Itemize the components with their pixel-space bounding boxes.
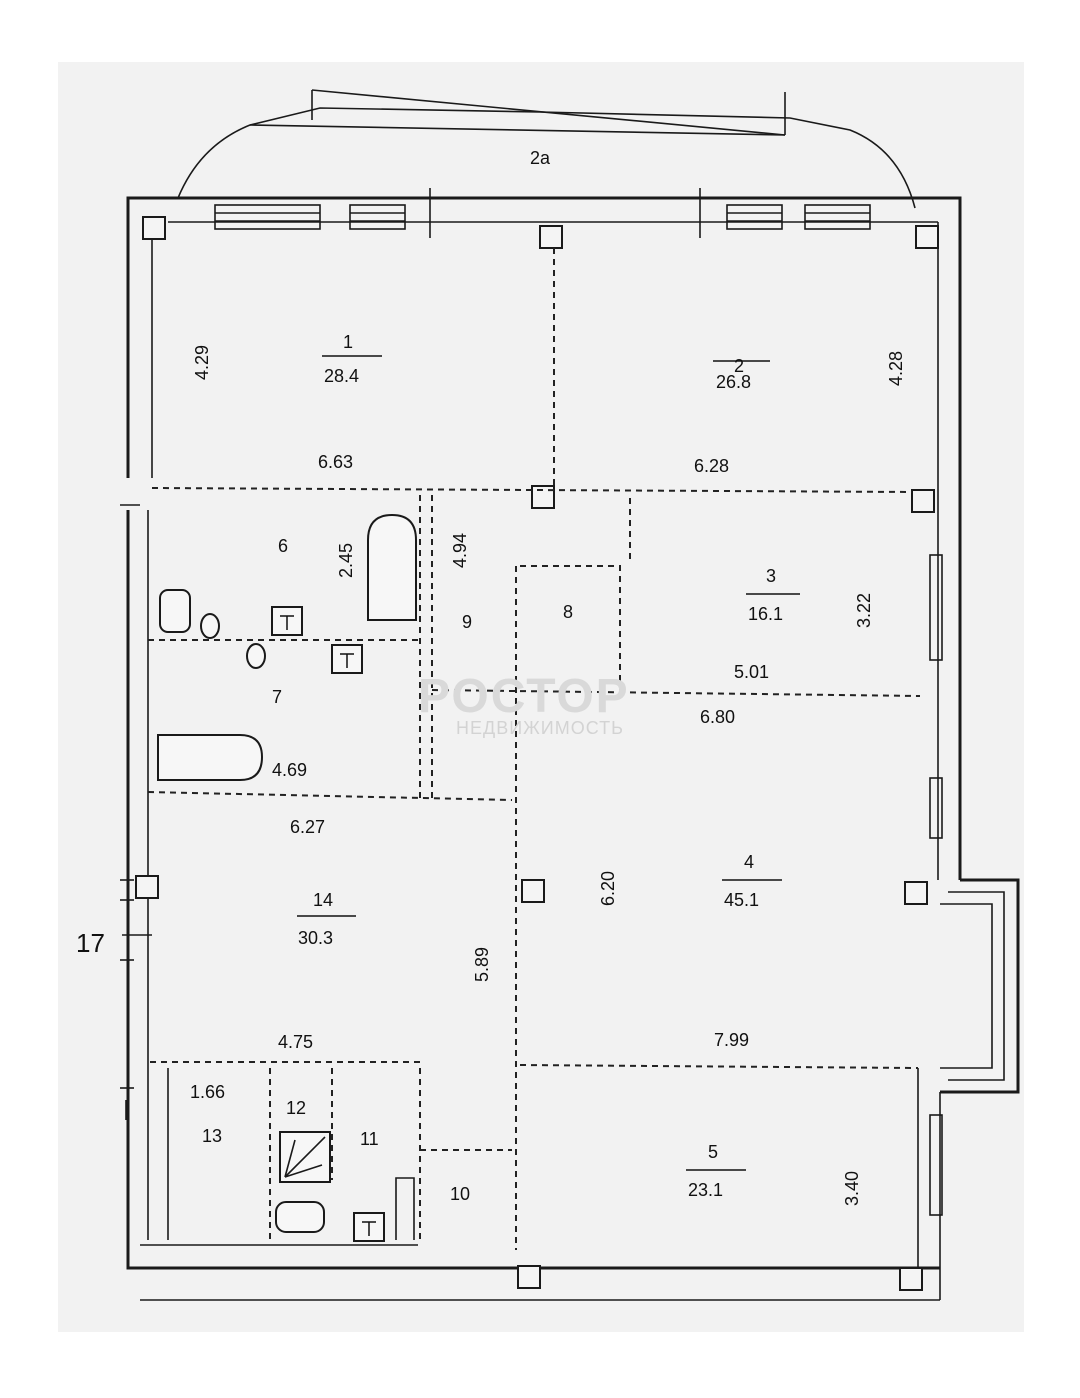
room-area: 30.3 <box>298 928 333 948</box>
room-number: 5 <box>708 1142 718 1162</box>
dimension-label: 4.75 <box>278 1032 313 1052</box>
fixtures <box>125 513 417 1242</box>
dimension-label: 4.94 <box>450 533 470 568</box>
room-number: 8 <box>563 602 573 622</box>
room-number: 6 <box>278 536 288 556</box>
dimension-label: 3.22 <box>854 593 874 628</box>
room-number: 3 <box>766 566 776 586</box>
dimension-label: 5.89 <box>472 947 492 982</box>
partitions <box>147 248 921 1250</box>
dimension-label: 6.20 <box>598 871 618 906</box>
dimension-label: 6.80 <box>700 707 735 727</box>
watermark-brand: РОСТОР <box>418 670 630 723</box>
bidet-2 <box>246 643 266 669</box>
room-number: 7 <box>272 687 282 707</box>
room-number: 4 <box>744 852 754 872</box>
room-area: 26.8 <box>716 372 751 392</box>
room-labels: 1 28.4 2 26.8 3 16.1 4 45.1 5 23.1 14 30… <box>202 332 800 1204</box>
sink-2 <box>331 644 363 674</box>
room-area: 45.1 <box>724 890 759 910</box>
room-number: 14 <box>313 890 333 910</box>
outer-walls <box>126 196 1020 1301</box>
room-number: 13 <box>202 1126 222 1146</box>
room-number: 1 <box>343 332 353 352</box>
balcony: 2а <box>177 89 916 209</box>
room-number: 9 <box>462 612 472 632</box>
toilet-1 <box>159 589 191 633</box>
watermark: РОСТОР НЕДВИЖИМОСТЬ <box>418 670 630 738</box>
dimension-label: 2.45 <box>336 543 356 578</box>
room-number: 12 <box>286 1098 306 1118</box>
dimension-label: 1.66 <box>190 1082 225 1102</box>
room-area: 28.4 <box>324 366 359 386</box>
room-number: 10 <box>450 1184 470 1204</box>
balcony-label: 2а <box>530 148 551 168</box>
paper-scan <box>58 62 1024 1332</box>
dimension-label: 4.29 <box>192 345 212 380</box>
room-area: 16.1 <box>748 604 783 624</box>
room-number: 11 <box>360 1129 379 1149</box>
dimension-label: 5.01 <box>734 662 769 682</box>
room-number: 2 <box>734 356 744 376</box>
dimension-label: 7.99 <box>714 1030 749 1050</box>
dimension-label: 6.63 <box>318 452 353 472</box>
dimension-label: 4.28 <box>886 351 906 386</box>
bidet-1 <box>200 613 220 639</box>
columns <box>135 216 939 1291</box>
outside-marker: 17 <box>76 504 152 1089</box>
dimension-label: 4.69 <box>272 760 307 780</box>
windows <box>214 188 943 1216</box>
bathtub-2 <box>157 734 264 781</box>
bathtub-1 <box>367 513 417 621</box>
toilet-2 <box>275 1201 325 1233</box>
dimension-labels: 4.29 4.28 6.63 6.28 2.45 4.94 3.22 5.01 … <box>190 345 906 1206</box>
dimension-label: 3.40 <box>842 1171 862 1206</box>
watermark-sub: НЕДВИЖИМОСТЬ <box>456 718 624 738</box>
dimension-label: 6.28 <box>694 456 729 476</box>
dimension-label: 6.27 <box>290 817 325 837</box>
room-area: 23.1 <box>688 1180 723 1200</box>
outside-label: 17 <box>76 928 105 958</box>
